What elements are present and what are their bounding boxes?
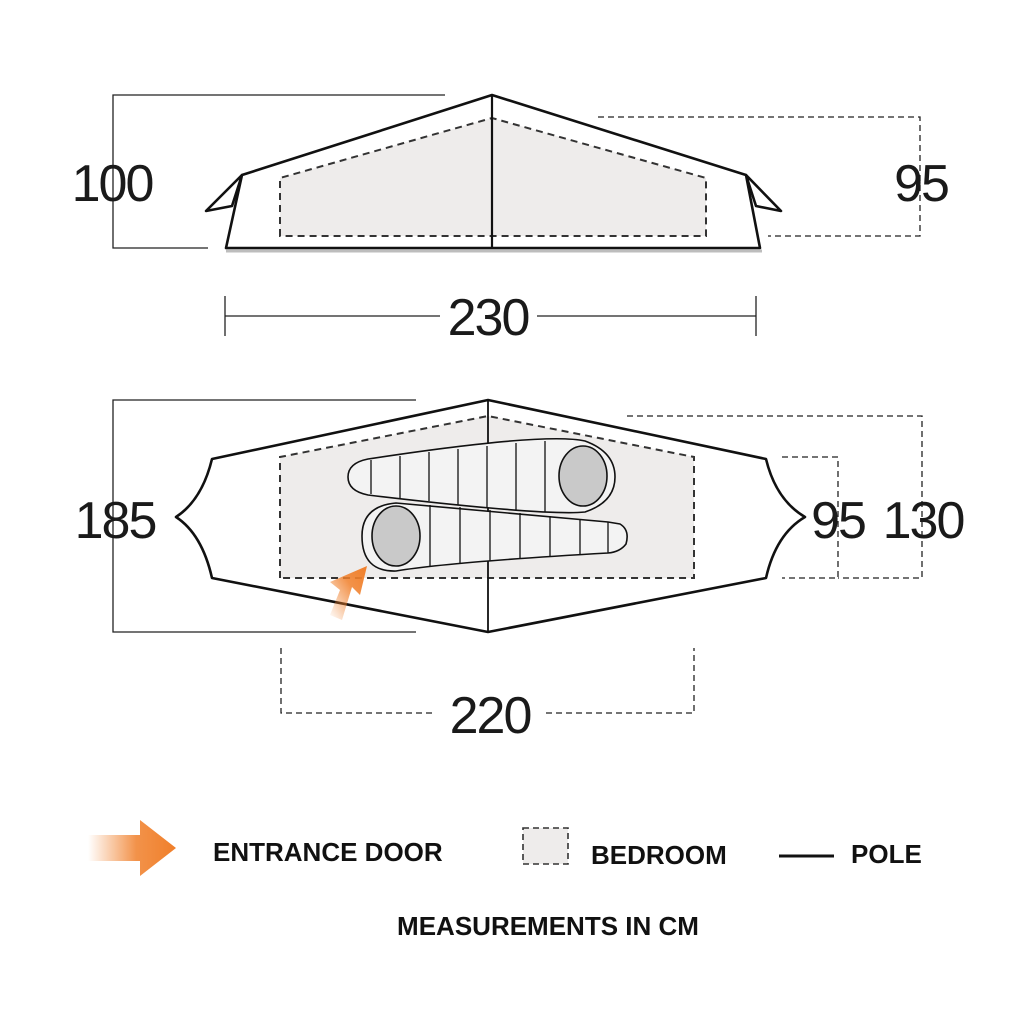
legend-entrance-label: ENTRANCE DOOR <box>213 837 443 867</box>
legend-bedroom-label: BEDROOM <box>591 840 727 870</box>
side-view: 100 95 230 <box>72 93 950 347</box>
top-inner-width-label: 95 <box>811 492 865 550</box>
side-height-right-label: 95 <box>894 155 948 213</box>
top-outer-width-bracket <box>627 415 923 579</box>
side-length-label: 230 <box>448 289 529 347</box>
top-view: 185 95 130 <box>75 398 965 745</box>
top-length-bracket-right <box>546 648 695 714</box>
legend-pole-label: POLE <box>851 839 922 869</box>
top-width-label: 185 <box>75 492 156 550</box>
side-height-left-bracket <box>112 94 445 249</box>
sleeping-bag-lower <box>361 502 628 572</box>
top-length-label: 220 <box>450 687 531 745</box>
top-length-bracket-left <box>280 648 432 714</box>
top-outer-width-label: 130 <box>883 492 964 550</box>
side-height-right-bracket <box>598 116 921 237</box>
side-height-left-label: 100 <box>72 155 153 213</box>
sleeping-bag-upper <box>347 437 616 514</box>
legend-bedroom-swatch <box>522 827 569 865</box>
side-right-flap <box>744 173 783 213</box>
side-left-flap <box>204 173 244 213</box>
entrance-door-arrow <box>330 566 367 620</box>
top-width-bracket <box>112 399 416 633</box>
legend-entrance-arrow-icon <box>88 820 176 876</box>
measurements-note: MEASUREMENTS IN CM <box>397 911 699 941</box>
top-inner-width-bracket <box>782 456 839 579</box>
legend: ENTRANCE DOOR BEDROOM POLE MEASUREMENTS … <box>88 820 922 941</box>
